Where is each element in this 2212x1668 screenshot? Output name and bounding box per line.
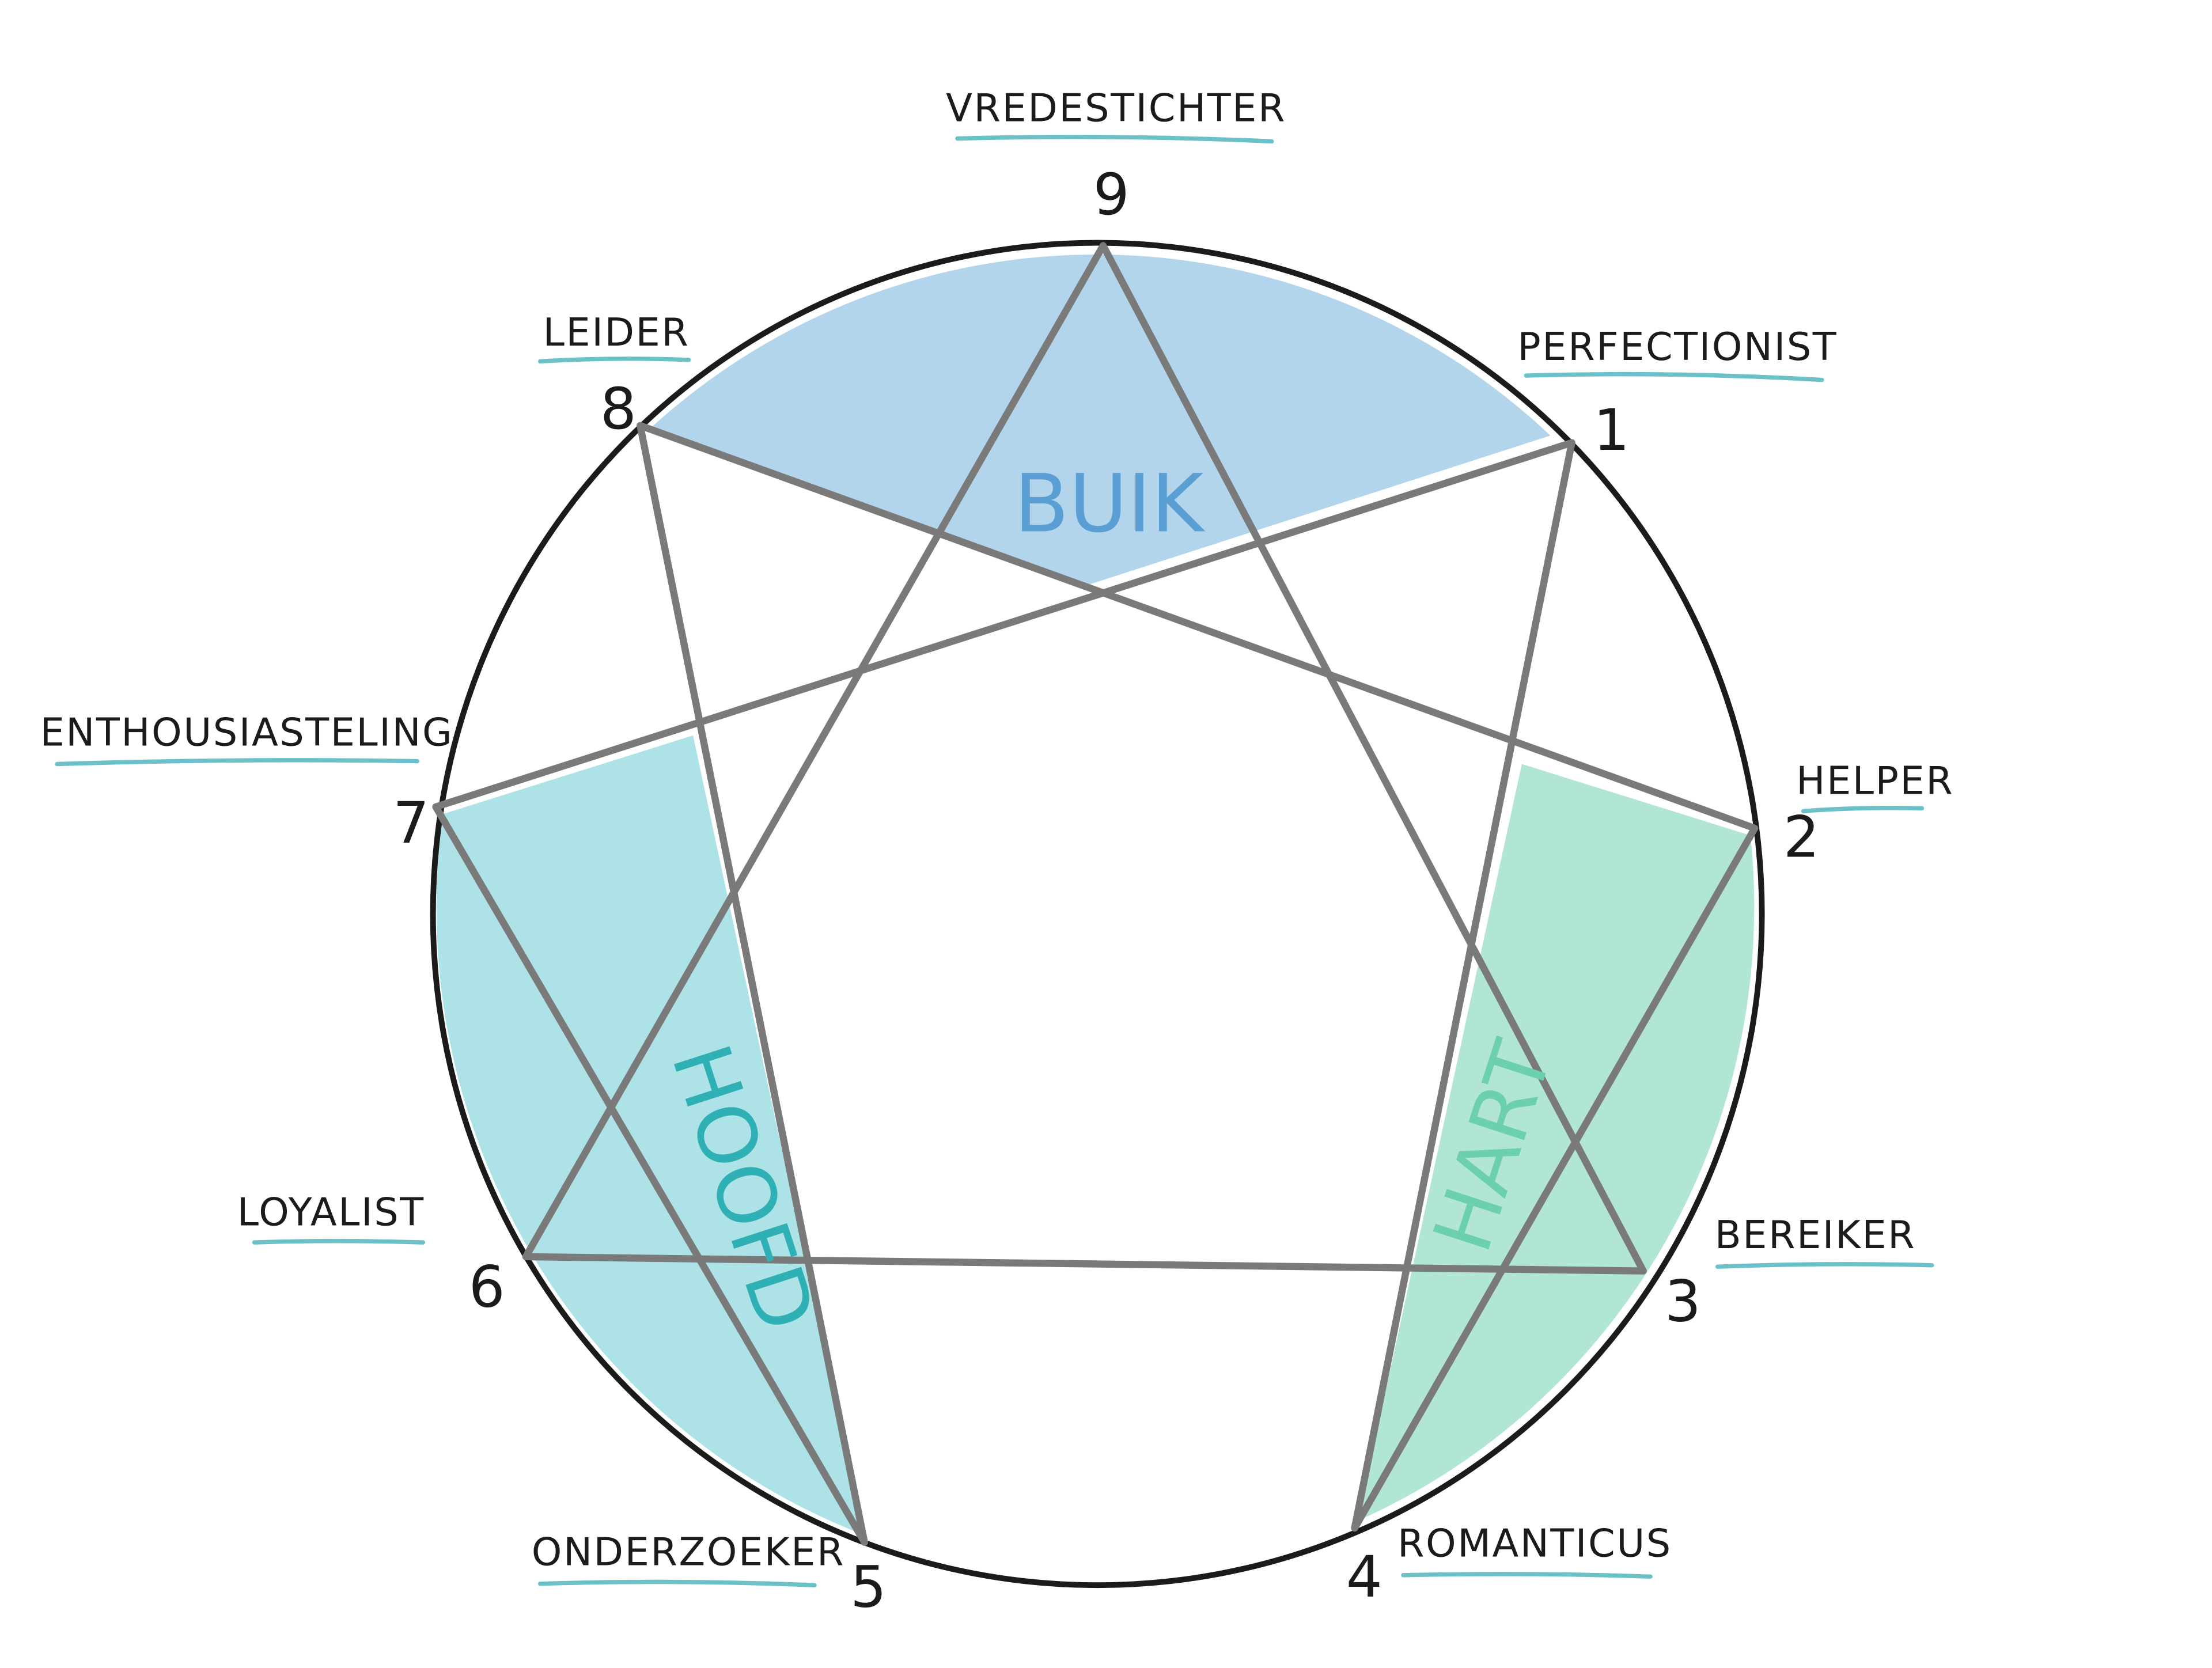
- type-number-5: 5: [850, 1554, 887, 1620]
- underline: [252, 1238, 425, 1245]
- type-name-1: PERFECTIONIST: [1517, 324, 1838, 369]
- type-number-1: 1: [1593, 397, 1630, 464]
- type-name-8: LEIDER: [543, 310, 690, 355]
- type-number-3: 3: [1665, 1269, 1701, 1335]
- type-name-9: VREDESTICHTER: [946, 86, 1286, 131]
- underline: [1801, 806, 1925, 814]
- underline: [955, 134, 1274, 144]
- type-name-4: ROMANTICUS: [1397, 1521, 1672, 1566]
- underline: [1715, 1262, 1934, 1269]
- underline: [537, 1579, 817, 1587]
- type-number-2: 2: [1783, 805, 1820, 871]
- type-name-3: BEREIKER: [1715, 1212, 1916, 1257]
- hart-region: [1357, 764, 1755, 1521]
- type-number-9: 9: [1093, 162, 1130, 228]
- type-number-8: 8: [600, 376, 637, 442]
- hexad-1-4-2-8-5-7: [432, 422, 1759, 1546]
- underline: [537, 357, 691, 364]
- type-number-4: 4: [1346, 1544, 1382, 1610]
- underline: [1524, 371, 1824, 382]
- type-name-6: LOYALIST: [237, 1189, 425, 1234]
- type-name-7: ENTHOUSIASTELING: [40, 710, 453, 755]
- type-number-6: 6: [469, 1254, 505, 1321]
- buik-label: BUIK: [1014, 457, 1205, 550]
- buik-region: [650, 254, 1551, 586]
- hoofd-region: [436, 735, 865, 1536]
- underline: [1401, 1572, 1653, 1579]
- type-name-5: ONDERZOEKER: [532, 1529, 845, 1574]
- triangle-9-3-6: [522, 242, 1647, 1275]
- underline: [55, 758, 420, 767]
- type-name-2: HELPER: [1796, 759, 1954, 803]
- enneagram-circle: [430, 240, 1765, 1589]
- type-number-7: 7: [393, 790, 429, 856]
